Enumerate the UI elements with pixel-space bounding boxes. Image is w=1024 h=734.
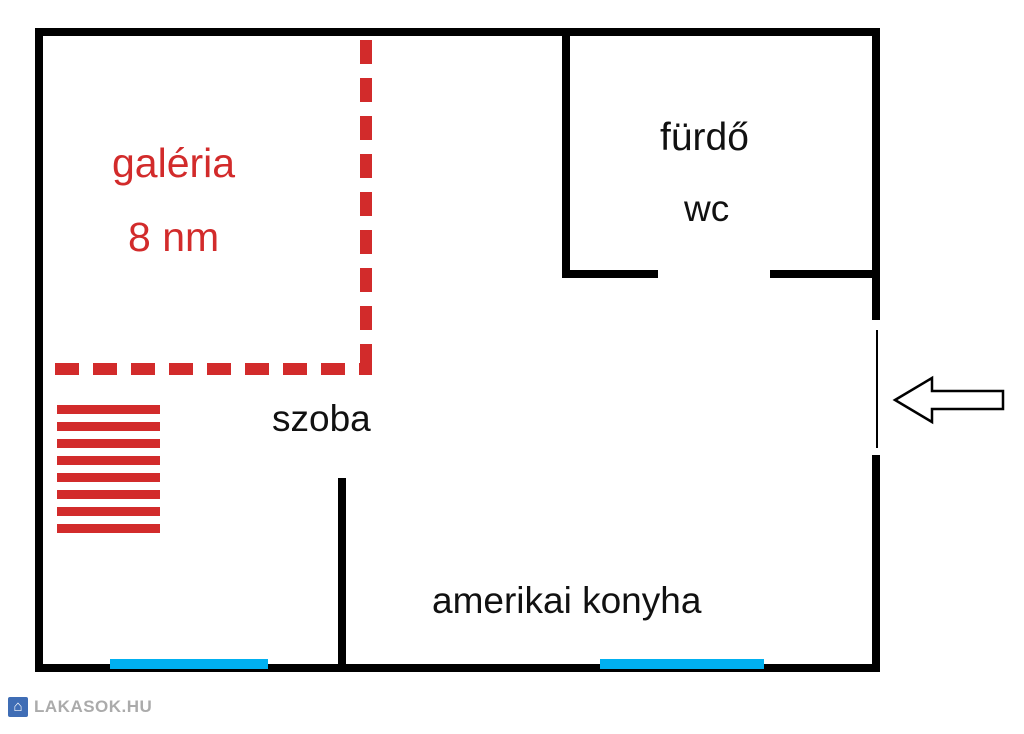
window-left xyxy=(110,659,268,669)
entry-door-line xyxy=(876,330,878,448)
bathroom-label: fürdő xyxy=(660,116,749,159)
partition-wall xyxy=(338,478,346,672)
bathroom-wall-horizontal-left xyxy=(562,270,658,278)
window-right xyxy=(600,659,764,669)
wc-label: wc xyxy=(684,188,730,229)
bathroom-wall-vertical xyxy=(562,28,570,278)
entry-arrow-icon xyxy=(892,375,1005,425)
gallery-dashed-line-horizontal xyxy=(55,363,372,375)
stairs-icon xyxy=(57,405,160,535)
gallery-area-label: 8 nm xyxy=(128,214,220,260)
bathroom-wall-horizontal-right xyxy=(770,270,880,278)
watermark: ⌂ LAKASOK.HU xyxy=(8,696,152,718)
gallery-dashed-line-vertical xyxy=(360,40,372,375)
outer-wall xyxy=(35,28,880,672)
watermark-text: LAKASOK.HU xyxy=(34,697,153,716)
kitchen-label: amerikai konyha xyxy=(432,580,702,621)
gallery-label: galéria xyxy=(112,140,236,186)
house-icon: ⌂ xyxy=(8,697,28,717)
room-label: szoba xyxy=(272,398,371,439)
